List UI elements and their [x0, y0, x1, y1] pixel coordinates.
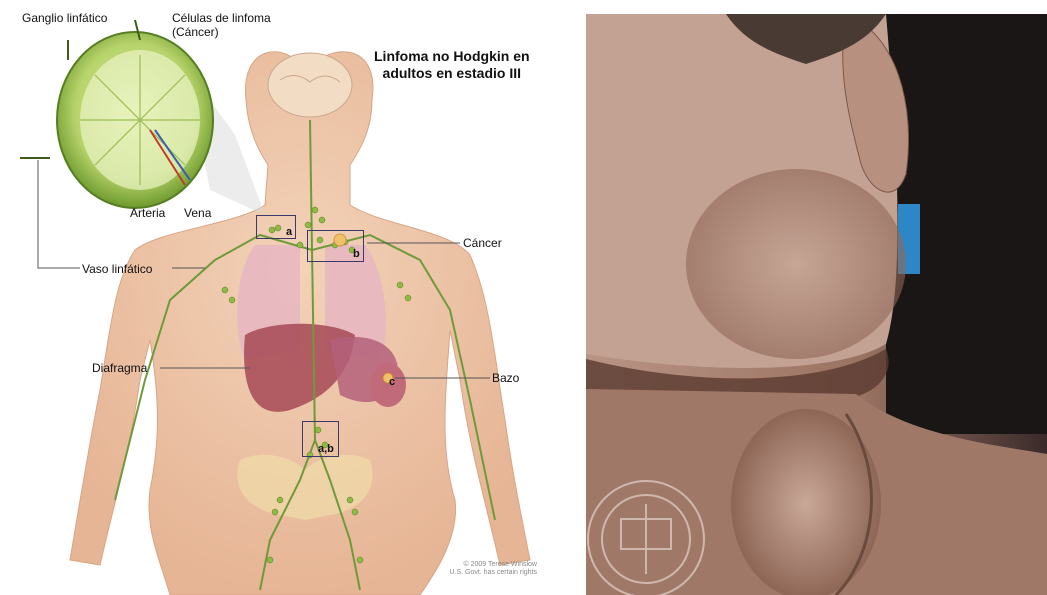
copyright-line1: © 2009 Terese Winslow [449, 561, 537, 569]
label-celulas: Células de linfoma (Cáncer) [172, 11, 271, 39]
copyright-line2: U.S. Govt. has certain rights [449, 569, 537, 577]
region-label-a: a [286, 226, 292, 238]
region-label-b: b [353, 248, 360, 260]
label-vaso: Vaso linfático [82, 262, 152, 276]
label-arteria: Arteria [130, 206, 165, 220]
label-celulas-line1: Células de linfoma [172, 11, 271, 25]
title-line1: Linfoma no Hodgkin en [374, 48, 530, 65]
label-bazo: Bazo [492, 371, 519, 385]
label-vena: Vena [184, 206, 211, 220]
clinical-photo [586, 14, 1047, 595]
anatomy-illustration: Ganglio linfático Células de linfoma (Cá… [0, 0, 575, 595]
spleen [370, 363, 406, 407]
title-line2: adultos en estadio III [374, 65, 530, 82]
body-diagram [0, 0, 575, 595]
label-ganglio: Ganglio linfático [22, 11, 107, 25]
label-celulas-line2: (Cáncer) [172, 25, 271, 39]
diagram-title: Linfoma no Hodgkin en adultos en estadio… [374, 48, 530, 82]
copyright: © 2009 Terese Winslow U.S. Govt. has cer… [449, 561, 537, 577]
label-diafragma: Diafragma [92, 361, 147, 375]
region-label-ab: a,b [318, 443, 334, 455]
neck-photo [586, 14, 1047, 595]
brain [268, 53, 352, 117]
lymph-node-inset [20, 20, 265, 215]
label-cancer: Cáncer [463, 236, 502, 250]
region-label-c: c [389, 376, 395, 388]
upper-swelling [686, 169, 906, 359]
